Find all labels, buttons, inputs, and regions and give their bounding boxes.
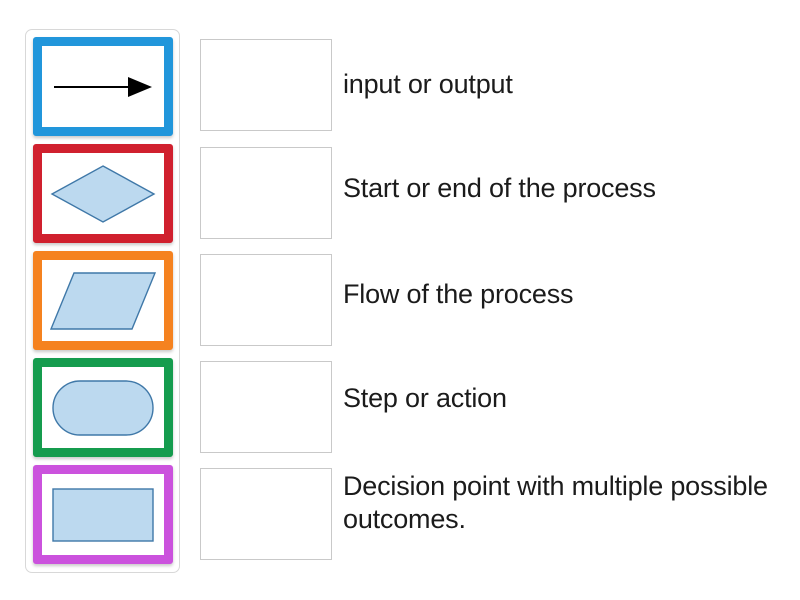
parallelogram-shape bbox=[49, 271, 157, 330]
tile-rectangle[interactable] bbox=[33, 465, 173, 564]
tile-stadium[interactable] bbox=[33, 358, 173, 457]
dropzone-1[interactable] bbox=[200, 39, 332, 131]
rounded-rectangle-shape bbox=[52, 379, 154, 436]
tile-diamond[interactable] bbox=[33, 144, 173, 243]
tile-parallelogram-inner bbox=[42, 260, 164, 341]
answer-label-3: Flow of the process bbox=[343, 279, 574, 309]
answer-label-5: Decision point with multiple possible ou… bbox=[343, 471, 768, 534]
flowchart-symbol-tiles bbox=[25, 29, 180, 573]
tile-parallelogram[interactable] bbox=[33, 251, 173, 350]
tile-rectangle-inner bbox=[42, 474, 164, 555]
answer-label-2: Start or end of the process bbox=[343, 173, 656, 203]
arrow-shape bbox=[54, 76, 152, 97]
diamond-shape bbox=[50, 164, 156, 223]
tile-arrow[interactable] bbox=[33, 37, 173, 136]
rectangle-shape bbox=[52, 487, 154, 542]
dropzone-4[interactable] bbox=[200, 361, 332, 453]
tile-stadium-inner bbox=[42, 367, 164, 448]
tile-arrow-inner bbox=[42, 46, 164, 127]
dropzone-3[interactable] bbox=[200, 254, 332, 346]
answer-label-4: Step or action bbox=[343, 383, 507, 413]
dropzone-5[interactable] bbox=[200, 468, 332, 560]
tile-diamond-inner bbox=[42, 153, 164, 234]
answer-label-1: input or output bbox=[343, 69, 513, 99]
dropzone-2[interactable] bbox=[200, 147, 332, 239]
